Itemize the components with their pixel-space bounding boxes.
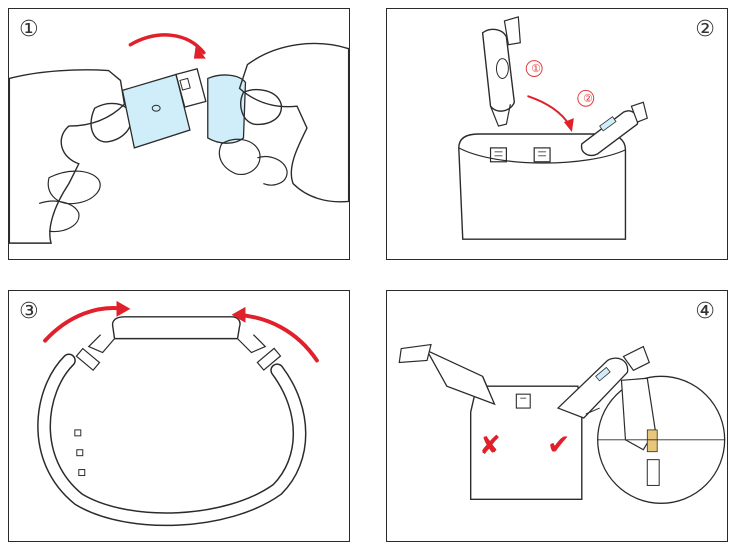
insert-arrow: [527, 95, 571, 128]
step-number: ④: [695, 299, 715, 324]
left-hand: [9, 69, 126, 244]
step-3-panel: ③: [8, 290, 350, 542]
tracker-lifted: [481, 16, 521, 127]
step-3-illustration: [37, 300, 319, 527]
step-2-illustration: [458, 16, 648, 240]
charging-dock: [458, 133, 627, 240]
correct-mark: ✔: [547, 428, 571, 461]
step-number: ①: [19, 17, 39, 42]
fold-arrow-right: [235, 312, 319, 363]
band-sleeve: [207, 74, 247, 144]
rotate-arrow: [128, 33, 206, 55]
right-hand: [238, 42, 349, 203]
tracker-wrong: [398, 343, 496, 406]
step-1-panel: ①: [8, 8, 350, 260]
incorrect-mark: ✘: [479, 431, 501, 461]
step-4-illustration: [398, 343, 726, 504]
tracker-core: [121, 68, 207, 149]
tracker-top: [75, 316, 282, 372]
step-1-illustration: [9, 33, 349, 244]
step-number: ②: [695, 17, 715, 42]
sub-step-2: ②: [583, 92, 593, 105]
tracker-right: [556, 345, 651, 419]
band-loop: [37, 353, 307, 527]
step-number: ③: [19, 299, 39, 324]
step-2-panel: ① ② ②: [386, 8, 728, 260]
tracker-seated: [580, 101, 648, 157]
connector-zoom: [585, 375, 726, 504]
step-4-panel: ✘ ✔ ④: [386, 290, 728, 542]
sub-step-1: ①: [531, 62, 541, 75]
